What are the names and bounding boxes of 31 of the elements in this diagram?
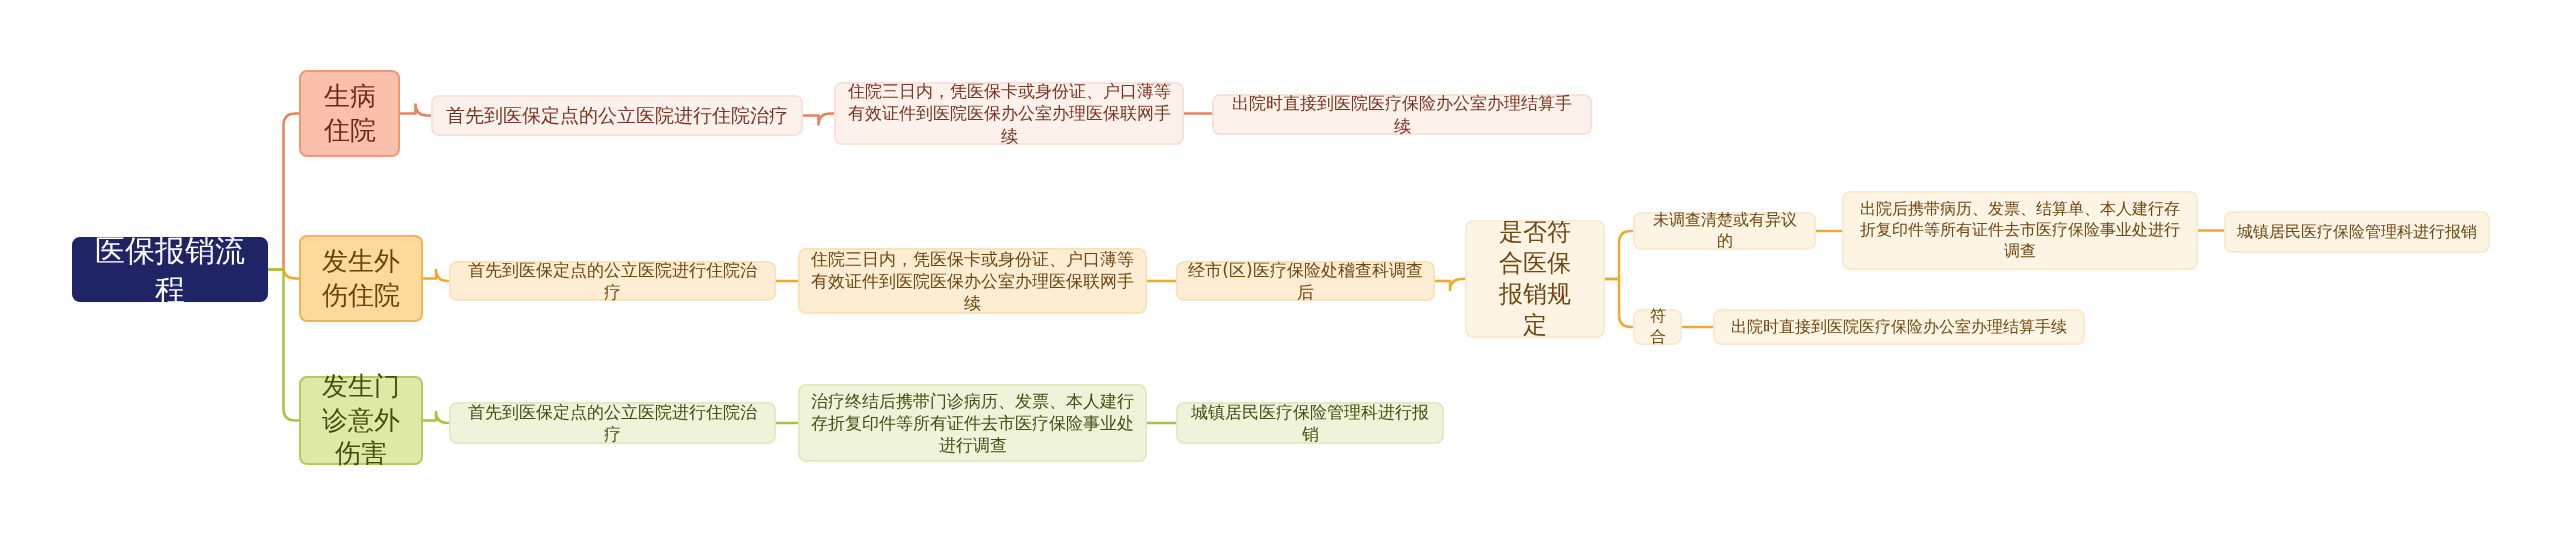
subtopic-box: 首先到医保定点的公立医院进行住院治疗 [449,261,776,301]
connector-line [1682,325,1713,329]
subtopic-box: 符合 [1633,309,1682,345]
decision-box: 是否符合医保报销规定 [1465,220,1605,338]
connector-line [803,112,834,127]
connector-line [423,409,450,425]
topic-box: 生病住院 [299,70,400,157]
connector-line [2198,229,2224,232]
subtopic-box: 首先到医保定点的公立医院进行住院治疗 [449,402,776,444]
subtopic-box: 出院时直接到医院医疗保险办公室办理结算手续 [1713,309,2085,345]
connector-line [1605,277,1633,329]
connector-line [776,279,798,283]
connector-line [400,102,431,117]
subtopic-box: 城镇居民医疗保险管理科进行报销 [1176,402,1444,444]
connector-line [423,267,450,283]
subtopic-box: 城镇居民医疗保险管理科进行报销 [2224,211,2490,253]
subtopic-box: 住院三日内，凭医保卡或身份证、户口薄等有效证件到医院医保办公室办理医保联网手续 [798,248,1147,314]
connector-line [1147,421,1176,425]
connector-line [1184,112,1212,115]
subtopic-box: 未调查清楚或有异议的 [1633,212,1816,250]
connector-line [1816,229,1842,233]
subtopic-box: 首先到医保定点的公立医院进行住院治疗 [431,95,803,136]
subtopic-box: 治疗终结后携带门诊病历、发票、本人建行存折复印件等所有证件去市医疗保险事业处进行调查 [798,384,1147,462]
connector-line [1435,277,1465,293]
subtopic-box: 住院三日内，凭医保卡或身份证、户口薄等有效证件到医院医保办公室办理医保联网手续 [834,82,1184,145]
topic-box: 发生外伤住院 [299,235,423,322]
connector-line [1147,279,1176,283]
connector-line [776,421,798,425]
subtopic-box: 经市(区)医疗保险处稽查科调查后 [1176,261,1435,301]
subtopic-box: 出院时直接到医院医疗保险办公室办理结算手续 [1212,94,1592,135]
subtopic-box: 出院后携带病历、发票、结算单、本人建行存折复印件等所有证件去市医疗保险事业处进行调查 [1842,191,2198,270]
